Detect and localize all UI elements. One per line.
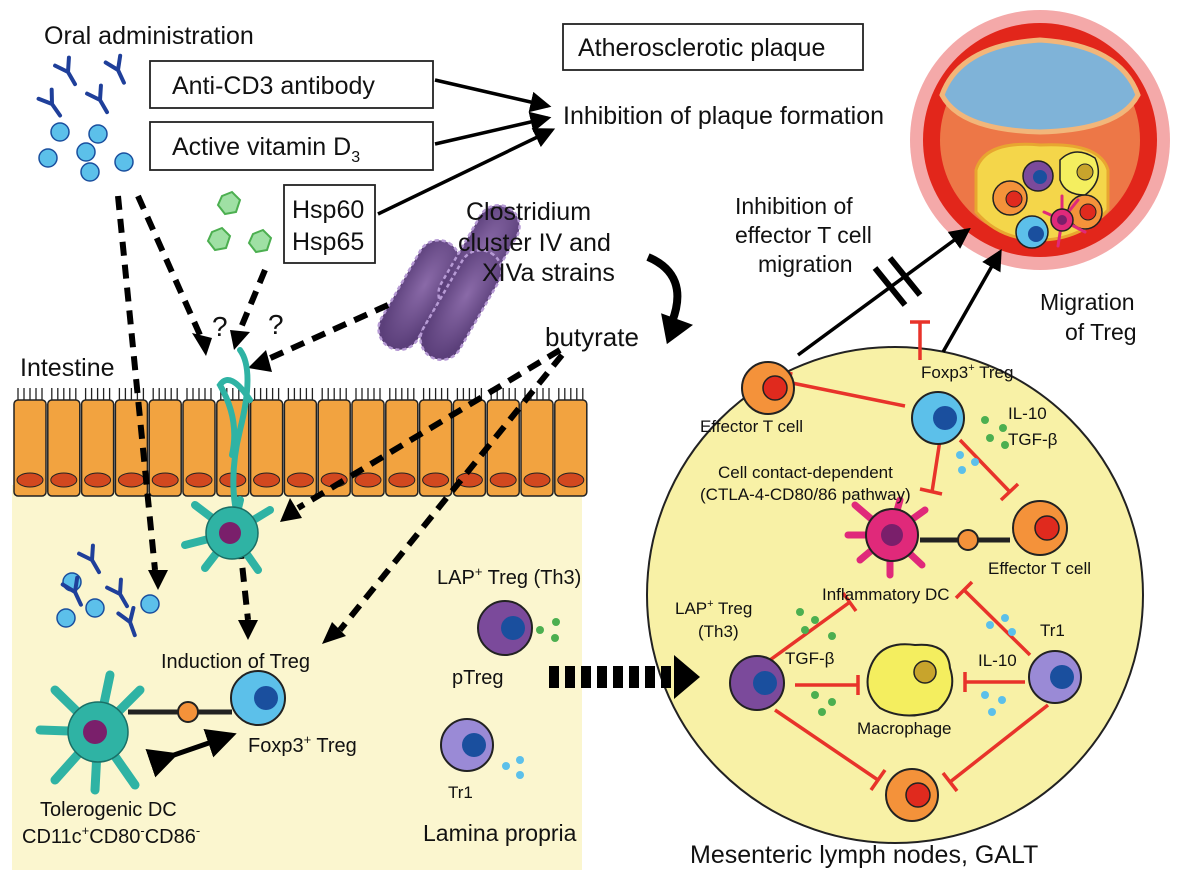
foxp3-treg-ln (911, 391, 965, 445)
label-il10-top: IL-10 (1008, 404, 1047, 423)
villus-nucleus (50, 472, 78, 488)
antibody-icon (116, 605, 137, 638)
label-tr1-ln: Tr1 (1040, 621, 1065, 640)
label-lamina-propria: Lamina propria (423, 820, 577, 846)
question-mark-2: ? (268, 309, 284, 340)
effector-t-cell-top (741, 361, 795, 415)
label-macrophage: Macrophage (857, 719, 952, 738)
label-intestine: Intestine (20, 354, 115, 382)
label-tgfb-ln: TGF-β (785, 649, 835, 668)
migration-dashed-arrow (549, 655, 700, 699)
effector-t-cell-right (920, 500, 1068, 556)
macrophage (866, 643, 954, 717)
label-anti-cd3: Anti-CD3 antibody (172, 72, 375, 100)
antibody-icon (36, 87, 63, 118)
label-cd11c: CD11c+CD80-CD86- (22, 823, 200, 848)
label-oral-administration: Oral administration (44, 22, 254, 50)
clostridium-bacteria (377, 203, 521, 362)
label-inhibition-effector-3: migration (758, 251, 853, 277)
foxp3-treg-lp (230, 670, 286, 726)
label-cell-contact-1: Cell contact-dependent (718, 463, 893, 482)
label-clostridium-1: Clostridium (466, 198, 591, 226)
villus-nucleus (388, 472, 416, 488)
label-lap-treg-lp: LAP+ Treg (Th3) (437, 564, 581, 589)
label-induction-treg: Induction of Treg (161, 651, 310, 673)
plaque-box (562, 23, 864, 71)
villus-nucleus (16, 472, 44, 488)
villus-nucleus (253, 472, 281, 488)
migration-block-bars (872, 256, 923, 307)
villus-nucleus (523, 472, 551, 488)
effector-t-cell-bottom (885, 768, 939, 822)
antibody-icon (77, 543, 101, 575)
antibody-icon (53, 55, 77, 87)
arrows-to-plaque (377, 78, 556, 216)
label-inhibition-effector-1: Inhibition of (735, 193, 853, 219)
label-atherosclerotic-plaque: Atherosclerotic plaque (578, 34, 825, 62)
antibody-icon (60, 575, 83, 607)
label-migration-treg-2: of Treg (1065, 319, 1137, 345)
question-mark-1: ? (212, 311, 228, 342)
anti-cd3-box (149, 60, 434, 109)
label-effector-t-cell-right: Effector T cell (988, 559, 1091, 578)
label-migration-treg-1: Migration (1040, 289, 1135, 315)
tolerogenic-dc (35, 670, 232, 795)
label-tgfb-top: TGF-β (1008, 430, 1058, 449)
villus-nucleus (354, 472, 382, 488)
label-clostridium-2: cluster IV and (458, 229, 611, 257)
hsp-icons (206, 190, 273, 254)
lap-treg-lp (477, 600, 533, 656)
dc-epithelial (181, 347, 274, 574)
label-tr1-lp: Tr1 (448, 783, 473, 802)
tr1-ln (1028, 650, 1082, 704)
curved-arrow (646, 253, 682, 324)
villus-nucleus (557, 472, 585, 488)
antibody-icon (85, 83, 109, 115)
cytokine-dots (502, 416, 1016, 779)
villus-nucleus (286, 472, 314, 488)
vitamin-d-box (149, 121, 434, 171)
label-il10-ln: IL-10 (978, 651, 1017, 670)
inflammatory-dc (844, 496, 929, 579)
lap-treg-ln (729, 655, 785, 711)
antibody-icon (103, 53, 126, 85)
antibody-icons (36, 53, 126, 118)
inhibition-lines (768, 320, 1050, 793)
label-cell-contact-2: (CTLA-4-CD80/86 pathway) (700, 485, 911, 504)
label-ptreg: pTreg (452, 667, 504, 689)
label-inhibition-plaque: Inhibition of plaque formation (563, 102, 884, 130)
lymph-node (646, 346, 1144, 844)
label-lap-treg-th3: (Th3) (698, 622, 739, 641)
label-inflammatory-dc: Inflammatory DC (822, 585, 950, 604)
label-butyrate: butyrate (545, 322, 639, 352)
villus-nucleus (489, 472, 517, 488)
intestinal-epithelium (13, 388, 588, 497)
label-effector-t-cell-top: Effector T cell (700, 417, 803, 436)
villus-nucleus (151, 472, 179, 488)
label-foxp3-treg-lp: Foxp3+ Treg (248, 732, 357, 757)
label-inhibition-effector-2: effector T cell (735, 222, 872, 248)
label-hsp65: Hsp65 (292, 228, 364, 256)
vitamin-d-dots (38, 122, 134, 182)
arrows-to-artery (796, 227, 1002, 357)
label-tolerogenic-dc: Tolerogenic DC (40, 799, 177, 821)
hsp-box (283, 184, 376, 264)
villus-nucleus (185, 472, 213, 488)
dc-treg-interaction-arrow (145, 728, 237, 778)
dashed-arrow-heads-left (148, 330, 346, 644)
label-active-vitamin-d: Active vitamin D3 (172, 133, 360, 166)
villus-nucleus (422, 472, 450, 488)
label-mesenteric: Mesenteric lymph nodes, GALT (690, 841, 1038, 869)
lp-antibodies-dots (56, 543, 160, 638)
label-lap-treg-ln: LAP+ Treg (675, 598, 752, 618)
artery-cross-section (910, 10, 1170, 270)
villus-nucleus (84, 472, 112, 488)
label-clostridium-3: XIVa strains (482, 259, 615, 287)
label-hsp60: Hsp60 (292, 196, 364, 224)
tr1-lp (440, 718, 494, 772)
antibody-icon (105, 577, 129, 609)
villus-nucleus (117, 472, 145, 488)
label-foxp3-treg-ln: Foxp3+ Treg (921, 362, 1013, 382)
